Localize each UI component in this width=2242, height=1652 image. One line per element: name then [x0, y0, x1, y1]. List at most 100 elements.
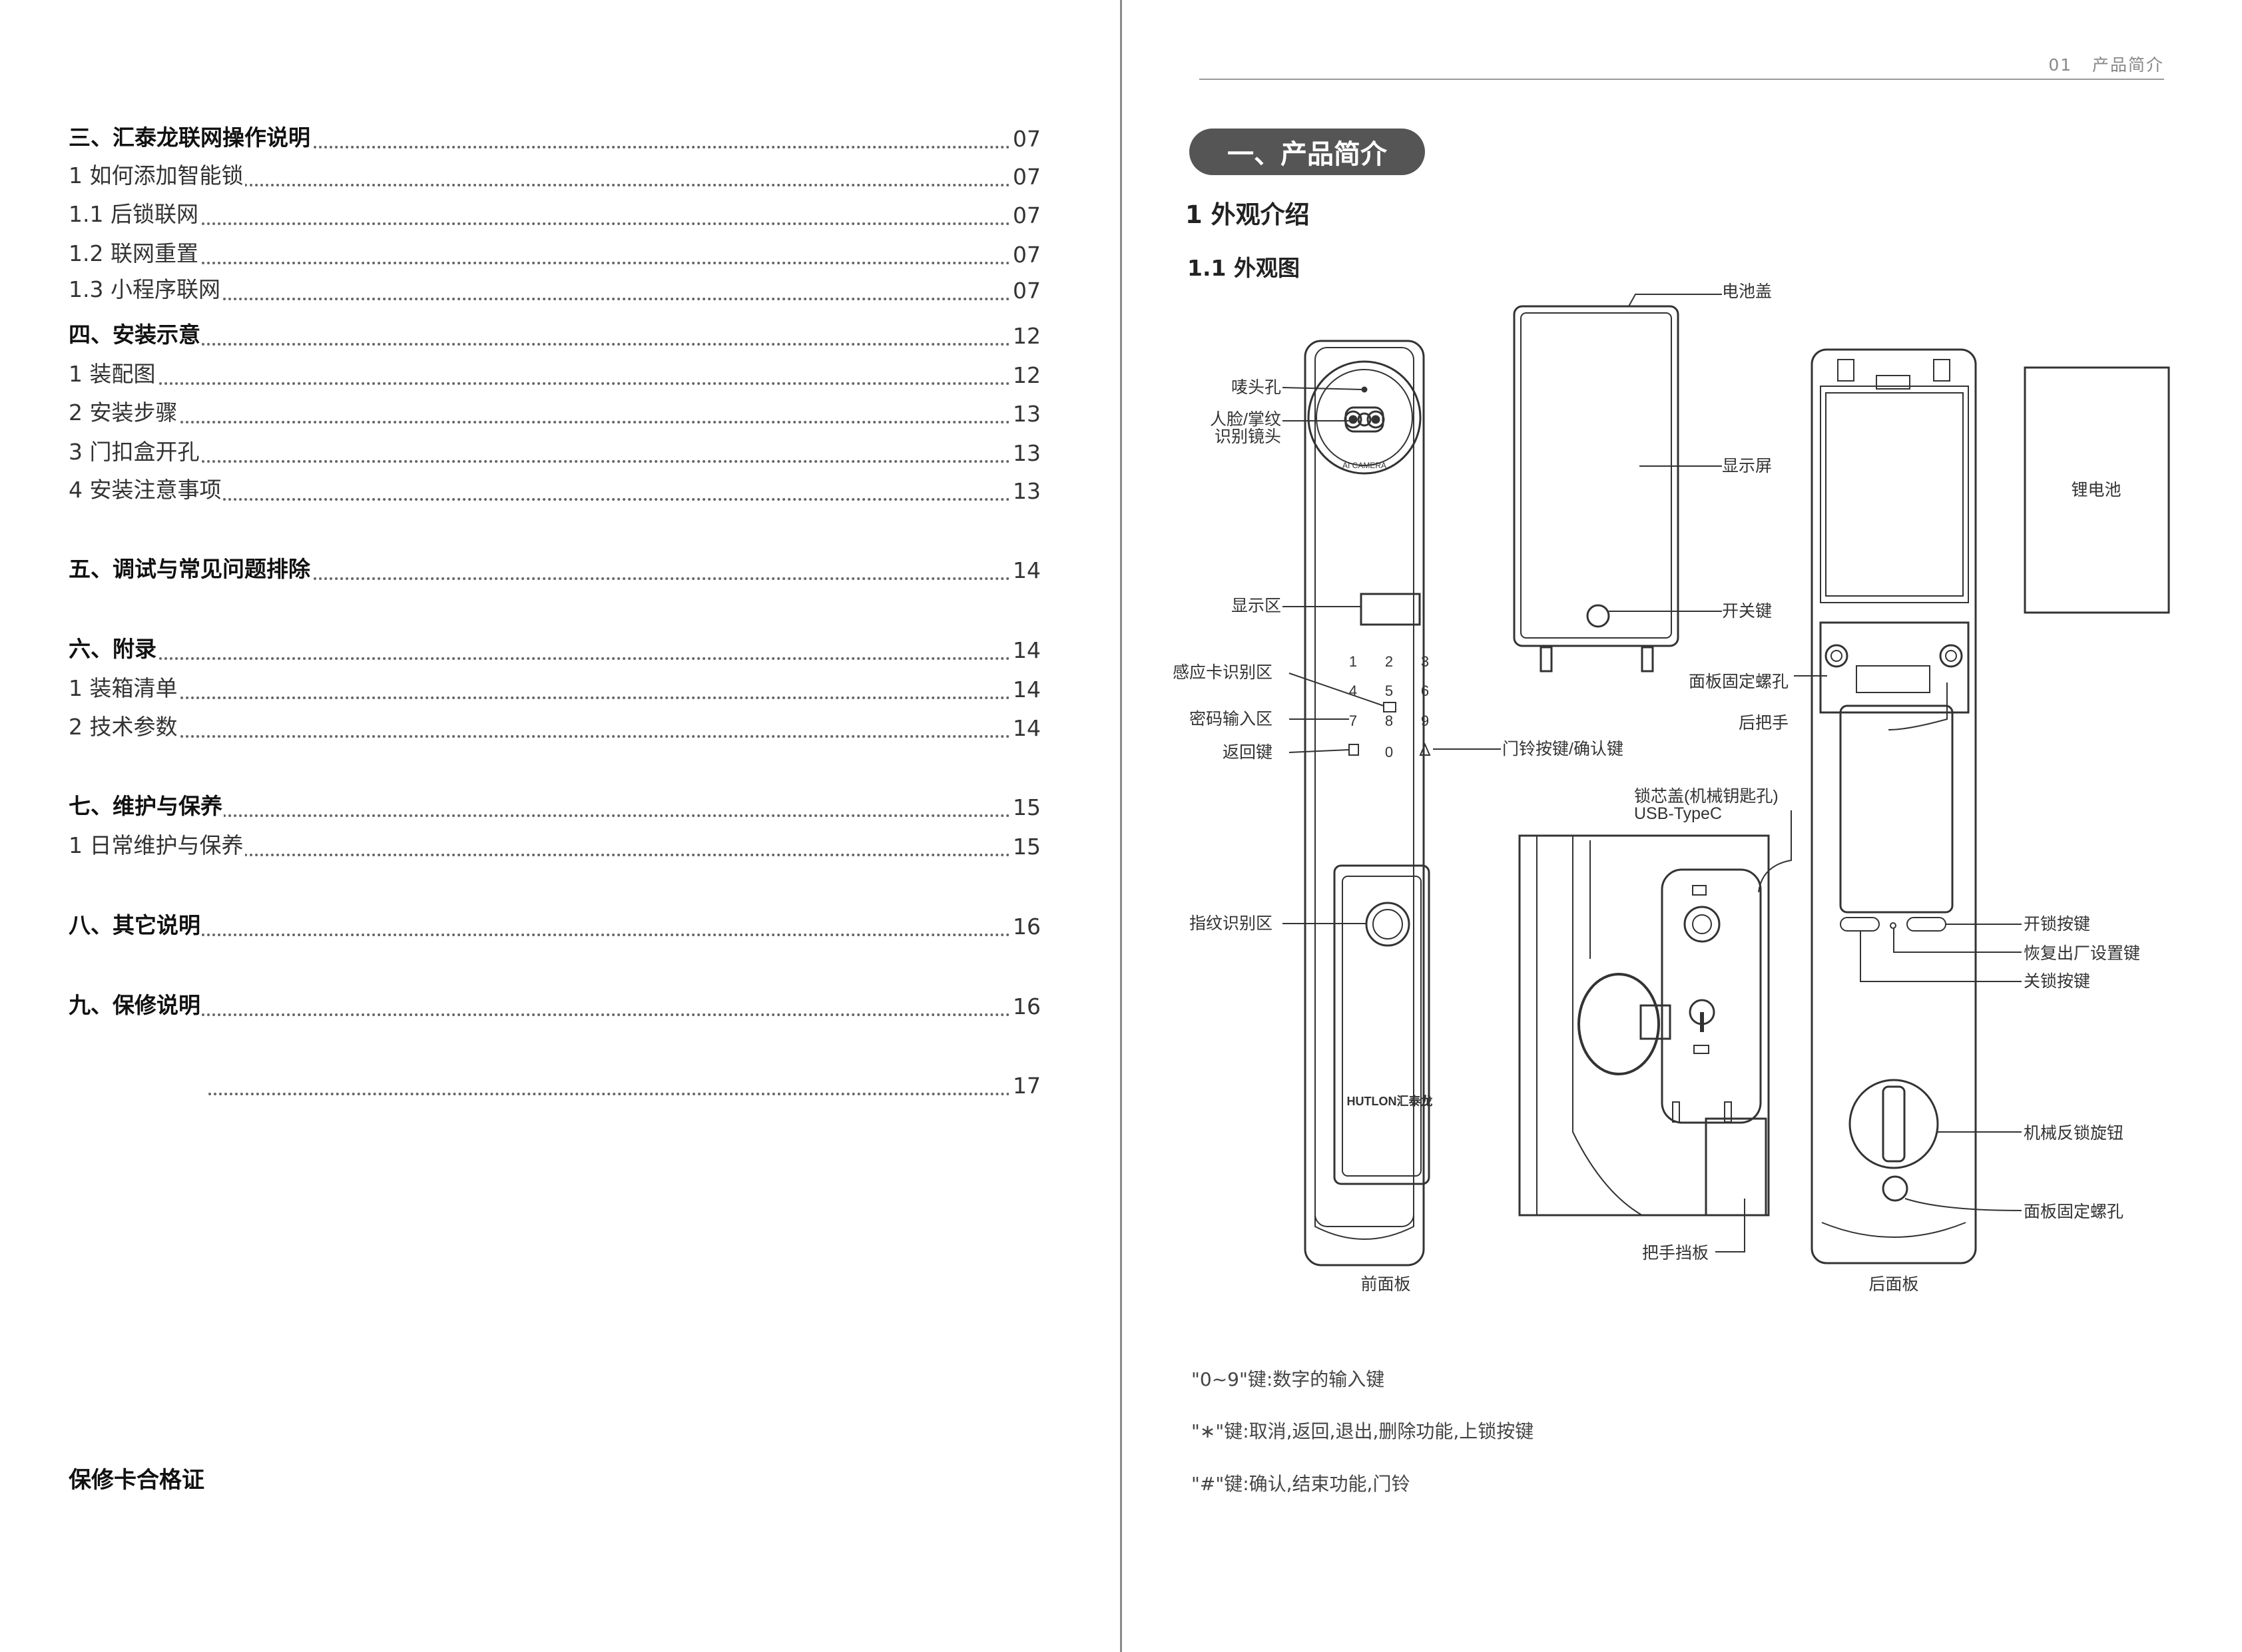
- label-rear-handle: 后把手: [1739, 714, 1789, 732]
- label-lock-button: 关锁按键: [2024, 972, 2090, 991]
- toc-dot-leader: [69, 577, 1015, 580]
- toc-entry: 17: [69, 1069, 1041, 1104]
- label-display-area: 显示区: [1231, 597, 1281, 615]
- toc-entry: 五、调试与常见问题排除 14: [69, 551, 1041, 589]
- toc-entry-title: 九、保修说明: [69, 987, 202, 1019]
- toc-entry-title: 三、汇泰龙联网操作说明: [69, 120, 312, 152]
- toc-entry: 1.2 联网重置 07: [69, 236, 1041, 273]
- toc-dot-leader: [69, 814, 1015, 817]
- toc-entry-page: 17: [1009, 1073, 1041, 1099]
- label-screen: 显示屏: [1722, 457, 1772, 475]
- label-battery-cover: 电池盖: [1722, 282, 1772, 301]
- toc-entry-page: 14: [1009, 557, 1041, 583]
- toc-entry-page: 07: [1009, 202, 1041, 228]
- label-handle-plate: 把手挡板: [1642, 1244, 1709, 1262]
- note-star-key: "∗"键:取消,返回,退出,删除功能,上锁按键: [1191, 1420, 1534, 1442]
- toc-entry: 四、安装示意 12: [69, 317, 1041, 354]
- label-camera-line2: 识别镜头: [1215, 427, 1281, 446]
- toc-entry-title: 1.2 联网重置: [69, 236, 200, 268]
- lock-appearance-diagram: AI CAMERA 1 2 3 4 5 6 7 8 9 0 HUTLON汇泰龙 …: [1173, 282, 2170, 1294]
- toc-entry-page: 16: [1009, 914, 1041, 940]
- toc-entry: 1.1 后锁联网 07: [69, 196, 1041, 234]
- toc-dot-leader: [69, 382, 1015, 385]
- toc-entry-page: 15: [1009, 834, 1041, 860]
- key-3: 3: [1421, 653, 1429, 670]
- front-panel-drawing: AI CAMERA 1 2 3 4 5 6 7 8 9 0 HUTLON汇泰龙 …: [1304, 340, 1433, 1294]
- front-panel-label: 前面板: [1360, 1275, 1410, 1294]
- toc-entry-title: 八、其它说明: [69, 908, 202, 940]
- label-back-key: 返回键: [1223, 743, 1272, 762]
- key-5: 5: [1385, 683, 1393, 699]
- label-lock-cover-line1: 锁芯盖(机械钥匙孔): [1634, 787, 1779, 806]
- toc-dot-leader: [69, 934, 1015, 936]
- note-hash-key: "#"键:确认,结束功能,门铃: [1191, 1473, 1410, 1495]
- note-digit-keys: "0~9"键:数字的输入键: [1191, 1368, 1385, 1390]
- label-panel-screw-bottom: 面板固定螺孔: [2024, 1203, 2123, 1221]
- toc-entry-page: 15: [1009, 794, 1041, 820]
- toc-dot-leader: [69, 146, 1015, 148]
- key-1: 1: [1349, 653, 1357, 670]
- rear-panel-label: 后面板: [1868, 1275, 1918, 1294]
- label-lock-cover-line2: USB-TypeC: [1634, 804, 1722, 823]
- toc-entry-title: 1.3 小程序联网: [69, 272, 222, 304]
- toc-dot-leader: [69, 657, 1015, 660]
- toc-entry-title: 4 安装注意事项: [69, 472, 223, 504]
- heading-appearance-figure: 1.1 外观图: [1187, 255, 1300, 281]
- key-6: 6: [1421, 683, 1429, 699]
- toc-entry-title: 五、调试与常见问题排除: [69, 551, 312, 583]
- toc-entry: 4 安装注意事项 13: [69, 472, 1041, 509]
- toc-entry-title: 1.1 后锁联网: [69, 196, 200, 228]
- toc-entry-title: 1 如何添加智能锁: [69, 158, 245, 190]
- toc-dot-leader: [69, 262, 1015, 264]
- toc-dot-leader: [69, 460, 1015, 463]
- label-unlock-button: 开锁按键: [2024, 915, 2090, 934]
- lithium-battery-drawing: [2024, 366, 2170, 614]
- toc-entry: 三、汇泰龙联网操作说明 07: [69, 120, 1041, 157]
- toc-entry-page: 13: [1009, 440, 1041, 466]
- label-mech-knob: 机械反锁旋钮: [2024, 1124, 2123, 1143]
- rear-panel-drawing: 后面板: [1811, 348, 1977, 1294]
- label-panel-screw-top: 面板固定螺孔: [1689, 673, 1789, 691]
- key-0: 0: [1385, 744, 1393, 760]
- label-reset-key: 恢复出厂设置键: [2024, 944, 2140, 963]
- toc-entry-title: 1 日常维护与保养: [69, 828, 245, 860]
- toc-entry: 1 日常维护与保养 15: [69, 828, 1041, 865]
- toc-dot-leader: [69, 1013, 1015, 1016]
- header-page-number: 01: [2048, 55, 2073, 75]
- toc-dot-leader: [69, 184, 1015, 186]
- toc-entry-title: 2 技术参数: [69, 709, 179, 741]
- diagram-labels: 电池盖 唛头孔 人脸/掌纹 识别镜头 显示区 感应卡识别区 密码输入区 返回键 …: [1173, 282, 2140, 1262]
- toc-entry: 九、保修说明 16: [69, 987, 1041, 1025]
- toc-entry-page: 07: [1009, 242, 1041, 268]
- toc-dot-leader: [69, 222, 1015, 225]
- toc-entry-page: 16: [1009, 993, 1041, 1019]
- label-card-area: 感应卡识别区: [1173, 663, 1272, 682]
- label-doorbell-key: 门铃按键/确认键: [1502, 740, 1623, 758]
- toc-entry-page: 07: [1009, 126, 1041, 152]
- toc-entry-page: 12: [1009, 362, 1041, 388]
- toc-entry-title: 六、附录: [69, 631, 158, 663]
- toc-entry: 八、其它说明 16: [69, 908, 1041, 945]
- toc-entry-title: 四、安装示意: [69, 317, 202, 349]
- toc-entry-page: 12: [1009, 323, 1041, 349]
- toc-entry-title: 3 门扣盒开孔: [69, 434, 201, 466]
- label-mic-hole: 唛头孔: [1231, 378, 1281, 397]
- header-rule: [1199, 79, 2164, 80]
- toc-entry-title: 1 装箱清单: [69, 671, 179, 702]
- brand-logo-text: HUTLON汇泰龙: [1347, 1094, 1433, 1108]
- toc-entry-page: 13: [1009, 478, 1041, 504]
- toc-dot-leader: [69, 854, 1015, 856]
- header-section-name: 产品简介: [2092, 55, 2164, 75]
- detail-view-drawing: [1518, 834, 1770, 1217]
- key-7: 7: [1349, 712, 1357, 729]
- label-fingerprint: 指纹识别区: [1189, 914, 1272, 933]
- label-camera-line1: 人脸/掌纹: [1210, 410, 1281, 429]
- toc-entry-page: 07: [1009, 278, 1041, 304]
